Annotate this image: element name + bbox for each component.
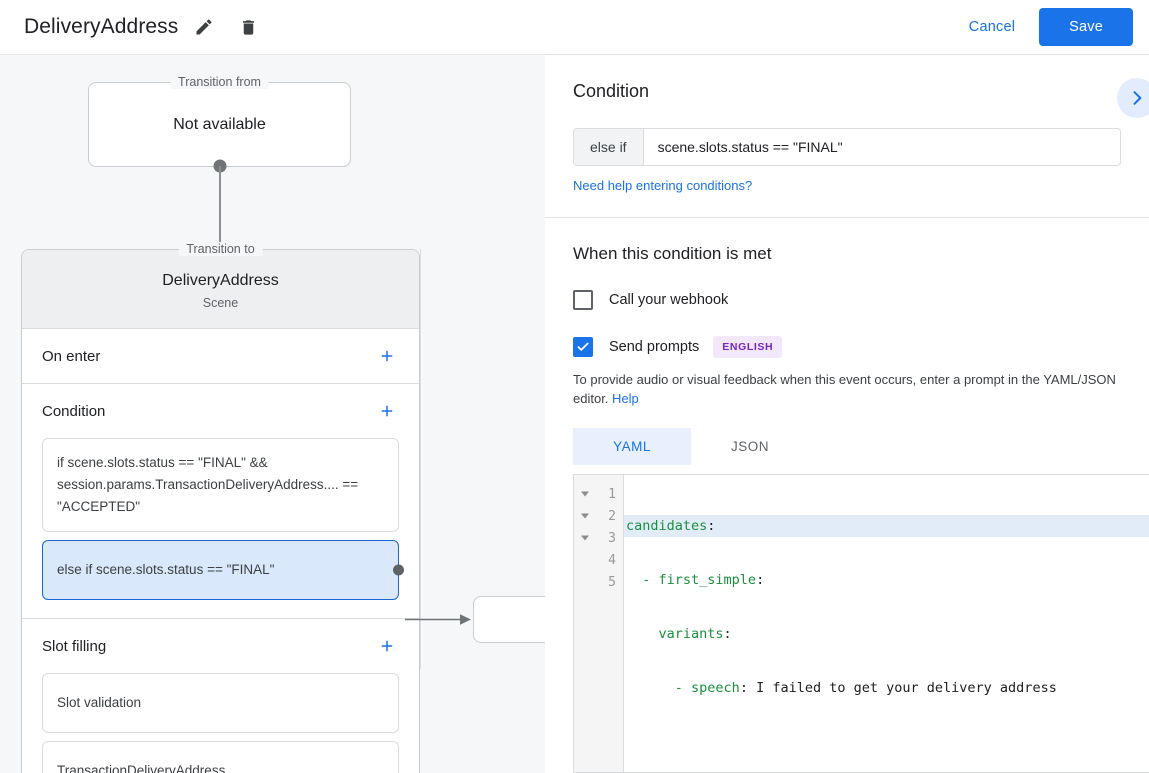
canvas-guide-line: [420, 249, 421, 669]
list-item[interactable]: else if scene.slots.status == "FINAL": [42, 540, 404, 600]
condition-editor-section: Condition else if scene.slots.status == …: [545, 55, 1149, 218]
gutter-line: 3: [574, 527, 623, 549]
gutter-line: 2: [574, 505, 623, 527]
yaml-indent: [626, 626, 659, 642]
editor-gutter: 1 2 3 4 5: [574, 475, 624, 772]
tab-json[interactable]: JSON: [730, 439, 769, 454]
scene-subtitle: Scene: [202, 296, 239, 310]
transition-to-legend: Transition to: [178, 242, 263, 256]
app-header: DeliveryAddress Cancel Save: [0, 0, 1149, 55]
plus-icon[interactable]: [375, 344, 399, 368]
code-line[interactable]: candidates:: [624, 515, 1149, 537]
header-actions: Cancel Save: [953, 8, 1149, 46]
yaml-value: I failed to get your delivery address: [747, 680, 1057, 696]
send-prompts-row[interactable]: Send prompts ENGLISH: [573, 336, 1121, 358]
plus-icon[interactable]: [375, 399, 399, 423]
section-slot-filling: Slot filling Slot validation Transaction…: [22, 619, 419, 773]
editor-content[interactable]: candidates: - first_simple: variants: - …: [624, 475, 1149, 772]
code-line[interactable]: [624, 731, 1149, 753]
send-prompts-label: Send prompts: [609, 339, 700, 355]
chevron-right-icon[interactable]: [1117, 78, 1149, 118]
list-item[interactable]: Slot validation: [42, 673, 399, 733]
fold-triangle-icon[interactable]: [581, 513, 589, 519]
yaml-key: variants: [658, 626, 724, 642]
yaml-colon: :: [739, 680, 748, 696]
condition-list: if scene.slots.status == "FINAL" && sess…: [42, 438, 404, 618]
fold-triangle-icon[interactable]: [581, 491, 589, 497]
send-prompts-checkbox[interactable]: [573, 337, 593, 357]
line-number: 4: [608, 552, 616, 568]
call-webhook-checkbox[interactable]: [573, 290, 593, 310]
editor-format-tabs: YAML JSON: [573, 428, 1121, 465]
yaml-indent: [626, 680, 675, 696]
page-title: DeliveryAddress: [24, 15, 179, 38]
fold-triangle-icon[interactable]: [581, 535, 589, 541]
yaml-key: first_simple: [658, 572, 757, 588]
gutter-line: 1: [574, 483, 623, 505]
yaml-key: candidates: [626, 518, 708, 534]
prompt-description-text: To provide audio or visual feedback when…: [573, 372, 1116, 406]
line-number: 5: [608, 574, 616, 590]
gutter-line: 5: [574, 571, 623, 593]
yaml-key: speech: [691, 680, 740, 696]
condition-expression-input[interactable]: scene.slots.status == "FINAL": [657, 139, 843, 155]
save-button[interactable]: Save: [1039, 8, 1133, 46]
trash-icon[interactable]: [230, 9, 266, 45]
transition-from-legend: Transition from: [170, 75, 269, 89]
prompt-description: To provide audio or visual feedback when…: [573, 370, 1121, 408]
condition-prefix-label: else if: [574, 129, 644, 165]
slot-filling-list: Slot validation TransactionDeliveryAddre…: [42, 673, 399, 773]
transition-from-node[interactable]: Transition from Not available: [88, 75, 351, 167]
condition-help-link[interactable]: Need help entering conditions?: [573, 178, 753, 193]
scene-card: Transition to DeliveryAddress Scene On e…: [21, 242, 420, 773]
section-title-slot-filling: Slot filling: [42, 637, 107, 655]
yaml-colon: :: [723, 626, 732, 642]
line-number: 1: [608, 486, 616, 502]
flow-edge: [405, 614, 471, 625]
webhook-row[interactable]: Call your webhook: [573, 290, 1121, 310]
cancel-button[interactable]: Cancel: [953, 10, 1031, 44]
when-condition-met-section: When this condition is met Call your web…: [545, 218, 1149, 465]
yaml-colon: :: [756, 572, 765, 588]
code-line[interactable]: - speech: I failed to get your delivery …: [624, 677, 1149, 699]
flow-canvas: Transition from Not available Transition…: [0, 55, 545, 773]
yaml-colon: :: [707, 518, 716, 534]
section-on-enter: On enter: [22, 329, 419, 384]
prompt-help-link[interactable]: Help: [612, 391, 639, 406]
list-item-label: else if scene.slots.status == "FINAL": [57, 562, 275, 577]
list-item[interactable]: if scene.slots.status == "FINAL" && sess…: [42, 438, 399, 532]
language-badge: ENGLISH: [713, 336, 783, 358]
target-node[interactable]: [473, 596, 545, 643]
yaml-code-editor[interactable]: 1 2 3 4 5 candidates: - first_simple: va…: [573, 474, 1149, 773]
transition-from-value: Not available: [173, 115, 266, 133]
section-title-on-enter: On enter: [42, 347, 101, 365]
scene-card-header[interactable]: Transition to DeliveryAddress Scene: [22, 242, 419, 329]
yaml-dash: -: [642, 572, 659, 588]
yaml-dash: -: [674, 680, 692, 696]
code-line[interactable]: variants:: [624, 623, 1149, 645]
line-number: 3: [608, 530, 616, 546]
call-webhook-label: Call your webhook: [609, 292, 729, 308]
plus-icon[interactable]: [375, 634, 399, 658]
scene-name: DeliveryAddress: [162, 272, 279, 289]
edge-anchor-dot: [393, 564, 404, 576]
line-number: 2: [608, 508, 616, 524]
section-condition: Condition if scene.slots.status == "FINA…: [22, 384, 419, 619]
when-met-heading: When this condition is met: [573, 244, 772, 263]
section-title-condition: Condition: [42, 402, 106, 420]
list-item[interactable]: TransactionDeliveryAddress: [42, 741, 399, 773]
pencil-icon[interactable]: [186, 9, 222, 45]
yaml-indent: [626, 572, 642, 588]
condition-heading: Condition: [573, 81, 650, 101]
condition-input-row[interactable]: else if scene.slots.status == "FINAL": [573, 128, 1121, 166]
code-line[interactable]: - first_simple:: [624, 569, 1149, 591]
tab-yaml[interactable]: YAML: [573, 428, 691, 465]
gutter-line: 4: [574, 549, 623, 571]
